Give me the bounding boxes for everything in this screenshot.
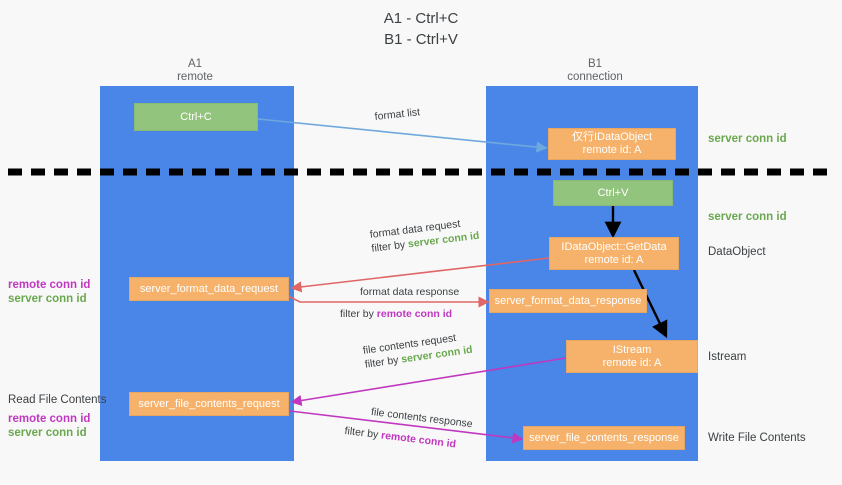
box-idataobject-title: 仅行IDataObject bbox=[571, 131, 653, 143]
edge-label-format-data-response: format data response filter by remote co… bbox=[340, 285, 460, 321]
box-ctrl-v-label: Ctrl+V bbox=[597, 186, 629, 199]
arrow-getdata-to-istream bbox=[632, 269, 668, 339]
lane-b1-name: B1 bbox=[587, 58, 603, 70]
edge-fdresp-line1: format data response bbox=[360, 286, 460, 298]
arrow-format-data-response bbox=[287, 295, 490, 308]
annotation-left1-remote: remote conn id bbox=[8, 279, 91, 291]
box-server-file-contents-response-label: server_file_contents_response bbox=[529, 431, 679, 444]
box-server-file-contents-request[interactable]: server_file_contents_request bbox=[129, 392, 289, 416]
annotation-server-conn-id-mid: server conn id bbox=[708, 211, 787, 223]
arrow-file-contents-request bbox=[290, 357, 567, 407]
box-istream-subtitle: remote id: A bbox=[602, 356, 662, 369]
page-title: A1 - Ctrl+C B1 - Ctrl+V bbox=[0, 8, 842, 50]
annotation-write-file-contents: Write File Contents bbox=[708, 432, 806, 444]
arrow-format-data-request bbox=[290, 257, 550, 293]
box-server-file-contents-request-label: server_file_contents_request bbox=[138, 397, 280, 410]
box-server-format-data-response-label: server_format_data_response bbox=[494, 294, 642, 307]
box-idataobject-subtitle: remote id: A bbox=[582, 144, 642, 156]
lane-b1-sub: connection bbox=[567, 71, 623, 83]
box-ctrl-c-label: Ctrl+C bbox=[180, 110, 212, 123]
annotation-group-left-1: remote conn id server conn id bbox=[8, 278, 90, 306]
lane-header-b1: B1 connection bbox=[540, 58, 650, 84]
box-getdata-subtitle: remote id: A bbox=[584, 253, 644, 266]
box-ctrl-c[interactable]: Ctrl+C bbox=[134, 103, 258, 131]
edge-fdresp-line2: filter by remote conn id bbox=[340, 307, 459, 321]
annotation-read-file-contents: Read File Contents bbox=[8, 394, 107, 406]
box-getdata-title: IDataObject::GetData bbox=[561, 240, 667, 253]
edge-fdresp-prefix: filter by bbox=[340, 308, 377, 320]
title-line-2: B1 - Ctrl+V bbox=[384, 31, 458, 48]
lane-a1-sub: remote bbox=[177, 71, 213, 83]
annotation-server-conn-id-top: server conn id bbox=[708, 133, 787, 145]
box-idataobject[interactable]: 仅行IDataObject remote id: A bbox=[548, 128, 676, 160]
arrow-format-list bbox=[257, 118, 548, 153]
box-server-format-data-request-label: server_format_data_request bbox=[139, 282, 279, 295]
box-server-file-contents-response[interactable]: server_file_contents_response bbox=[523, 426, 685, 450]
edge-fdresp-key: remote conn id bbox=[376, 308, 453, 320]
lane-header-a1: A1 remote bbox=[140, 58, 250, 84]
annotation-group-left-2: remote conn id server conn id bbox=[8, 412, 90, 440]
annotation-left2-remote: remote conn id bbox=[8, 413, 91, 425]
annotation-istream: Istream bbox=[708, 351, 747, 363]
box-idataobject-getdata[interactable]: IDataObject::GetData remote id: A bbox=[549, 237, 679, 270]
annotation-left2-server: server conn id bbox=[8, 427, 87, 439]
annotation-dataobject: DataObject bbox=[708, 246, 766, 258]
arrow-file-contents-response bbox=[289, 410, 524, 444]
lane-a1-name: A1 bbox=[187, 58, 203, 70]
title-line-1: A1 - Ctrl+C bbox=[383, 10, 459, 27]
box-istream[interactable]: IStream remote id: A bbox=[566, 340, 698, 373]
box-server-format-data-request[interactable]: server_format_data_request bbox=[129, 277, 289, 301]
box-server-format-data-response[interactable]: server_format_data_response bbox=[489, 289, 647, 313]
box-istream-title: IStream bbox=[612, 343, 652, 356]
annotation-left1-server: server conn id bbox=[8, 293, 87, 305]
box-ctrl-v[interactable]: Ctrl+V bbox=[553, 180, 673, 206]
